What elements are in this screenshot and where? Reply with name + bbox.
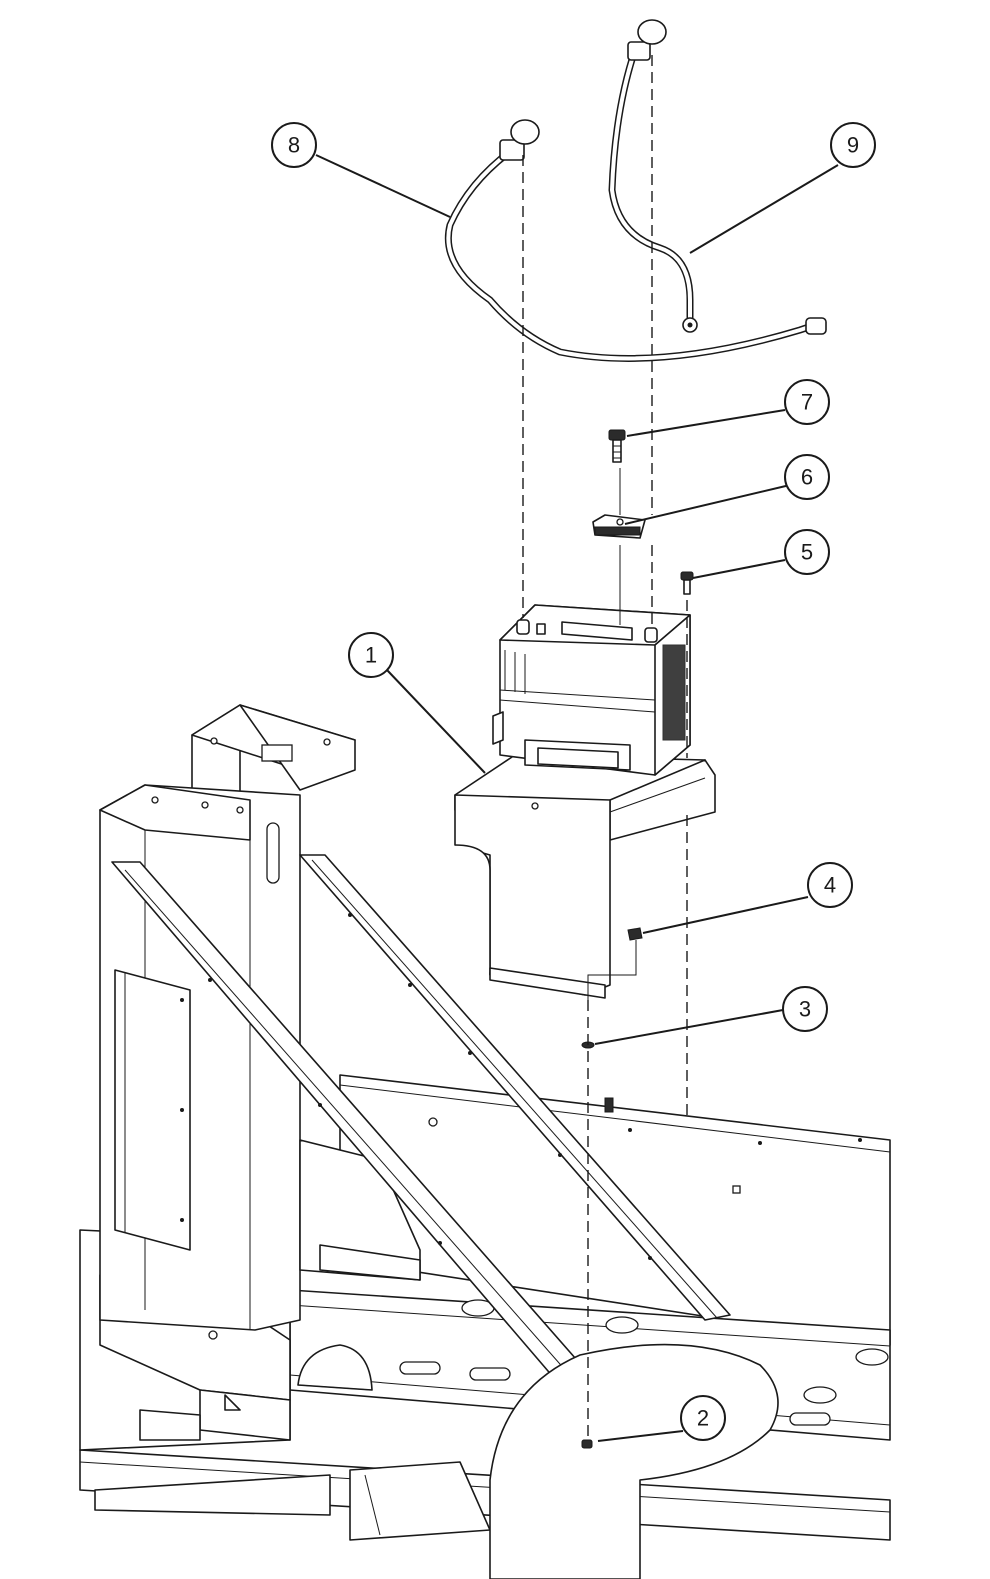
callout-9: 9: [830, 122, 876, 168]
callout-4: 4: [807, 862, 853, 908]
leader-lines: [315, 154, 839, 1442]
tray-bolt: [680, 571, 694, 595]
callout-6: 6: [784, 454, 830, 500]
callout-8-label: 8: [288, 133, 300, 158]
hold-down-bolt: [608, 429, 626, 463]
callout-2: 2: [680, 1395, 726, 1441]
floor-bolt: [581, 1439, 593, 1449]
callout-7-label: 7: [801, 390, 813, 415]
tray-nut: [627, 927, 643, 941]
callout-4-label: 4: [824, 873, 836, 898]
assembly-lines: [522, 55, 688, 1440]
callout-5-label: 5: [801, 540, 813, 565]
callout-8: 8: [271, 122, 317, 168]
hold-down-clamp: [592, 514, 646, 539]
callout-6-label: 6: [801, 465, 813, 490]
battery-tray: [454, 754, 716, 999]
callout-2-label: 2: [697, 1406, 709, 1431]
callout-1-label: 1: [365, 643, 377, 668]
callout-7: 7: [784, 379, 830, 425]
chassis-frame: [79, 704, 891, 1579]
callout-3: 3: [782, 986, 828, 1032]
battery: [492, 604, 691, 776]
positive-cable: [608, 19, 698, 333]
negative-cable: [444, 119, 827, 362]
callout-1: 1: [348, 632, 394, 678]
callout-9-label: 9: [847, 133, 859, 158]
callout-3-label: 3: [799, 997, 811, 1022]
callout-5: 5: [784, 529, 830, 575]
